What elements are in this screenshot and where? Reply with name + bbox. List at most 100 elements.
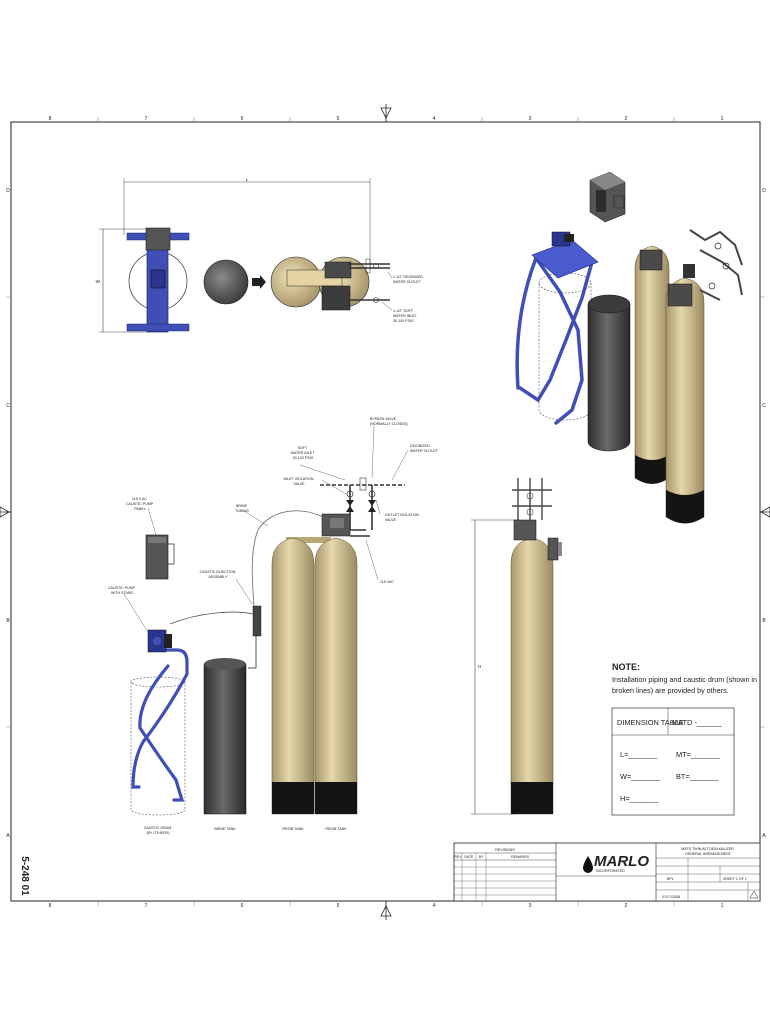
iso-brine-tank <box>587 294 631 452</box>
rev-col-rev: REV <box>454 855 462 859</box>
label-caustic-injection-assembly: CAUSTIC INJECTION ASSEMBLY <box>200 570 237 579</box>
brine-tubing <box>251 510 326 607</box>
label-inlet-isolation-valve: INLET ISOLATION VALVE <box>283 477 314 486</box>
note-line-2: broken lines) are provided by others. <box>612 686 729 695</box>
zone-top-8: 8 <box>49 116 52 122</box>
zone-bottom-2: 2 <box>625 903 628 909</box>
dim-w-value: W=_______ <box>620 772 661 781</box>
zone-left-d: D <box>6 188 10 194</box>
front-leader-lines <box>123 425 409 633</box>
zone-bottom-8: 8 <box>49 903 52 909</box>
label-outlet-isolation-valve: OUTLET ISOLATION VALVE <box>385 513 420 522</box>
drawn-by: BPL <box>667 877 674 881</box>
label-soft-water-inlet: SOFT WATER INLET 30-100 PSIG <box>291 446 316 460</box>
title-grid <box>656 857 760 901</box>
center-arrow-top <box>380 104 392 122</box>
zone-left-c: C <box>6 403 10 409</box>
dimension-table: DIMENSION TABLE MATD -______ L=_______ M… <box>611 707 735 816</box>
title-block: REVISIONS REV DATE BY REMARKS MARLO INCO… <box>453 842 761 902</box>
company-logo: MARLO INCORPORATED <box>556 853 656 877</box>
zone-bottom-1: 1 <box>721 903 724 909</box>
installation-note: NOTE: Installation piping and caustic dr… <box>612 662 757 695</box>
zone-top-6: 6 <box>241 116 244 122</box>
label-brine-tank: BRINE TANK <box>214 827 236 831</box>
zone-left-b: B <box>6 618 10 624</box>
dim-h-value: H=_______ <box>620 794 659 803</box>
brine-tank <box>203 658 247 815</box>
callout-soft-inlet: 1-1/2" SOFT WATER INLET 30-100 PSIG <box>393 309 418 323</box>
side-resin-tank <box>510 519 554 815</box>
label-caustic-pump-stand: CAUSTIC PUMP WITH STAND <box>108 586 136 595</box>
resin-tank-1 <box>271 537 315 815</box>
zone-top-4: 4 <box>433 116 436 122</box>
label-brine-tubing: BRINE TUBING <box>235 504 249 513</box>
zone-bottom-4: 4 <box>433 903 436 909</box>
zone-top-2: 2 <box>625 116 628 122</box>
iso-resin-tank-2 <box>665 277 705 524</box>
front-isolation-valves <box>346 500 376 512</box>
zone-right-c: C <box>762 403 766 409</box>
isometric-view <box>515 171 743 524</box>
caustic-injection-assembly <box>169 605 262 669</box>
zone-labels: 8 7 6 5 4 3 2 1 8 7 6 5 4 3 2 1 D C B A … <box>6 116 766 909</box>
top-view: L W 1-1/2" DEIONIZ <box>96 177 424 333</box>
iso-resin-tank-1 <box>634 245 670 484</box>
dim-width-label: L <box>246 177 249 182</box>
zone-right-d: D <box>762 188 766 194</box>
iso-valve-heads <box>639 229 743 307</box>
brine-tank-top-view <box>203 259 249 305</box>
dim-l-value: L=_______ <box>620 750 658 759</box>
iso-pump-stand <box>515 256 594 425</box>
callout-deionized-outlet: 1-1/2" DEIONIZED WATER OUTLET <box>393 275 424 284</box>
caustic-pump-panel <box>145 534 175 580</box>
pump-stand-top-view <box>126 227 190 333</box>
resin-tank-2 <box>314 537 358 815</box>
note-title: NOTE: <box>612 662 640 672</box>
zone-bottom-7: 7 <box>145 903 148 909</box>
drawing-date: 01/17/2008 <box>662 895 680 899</box>
zone-bottom-5: 5 <box>337 903 340 909</box>
label-resin-tank-2: RESIN TANK <box>325 827 347 831</box>
revision-triangle-icon <box>749 890 759 899</box>
rev-col-by: BY <box>479 855 484 859</box>
side-pump-panel <box>547 537 562 561</box>
center-arrow-left <box>0 506 11 518</box>
center-arrow-bottom <box>380 901 392 920</box>
label-resin-tank-1: RESIN TANK <box>282 827 304 831</box>
side-view: H <box>471 478 562 815</box>
injection-fitting-top <box>252 275 266 289</box>
dim-bt-value: BT=_______ <box>676 772 719 781</box>
dimension-table-model: MATD -______ <box>672 718 722 727</box>
zone-top-5: 5 <box>337 116 340 122</box>
zone-top-1: 1 <box>721 116 724 122</box>
zone-top-7: 7 <box>145 116 148 122</box>
iso-pump-panel <box>589 171 626 223</box>
zone-right-b: B <box>762 618 766 624</box>
dim-side-height-label: H <box>478 664 481 669</box>
document-number: 5-248 01 <box>19 856 30 896</box>
revisions-table: REVISIONS REV DATE BY REMARKS <box>454 848 556 901</box>
company-subtitle: INCORPORATED <box>596 869 625 873</box>
rev-col-remarks: REMARKS <box>511 855 529 859</box>
side-piping <box>512 478 552 520</box>
revisions-header: REVISIONS <box>495 848 515 852</box>
zone-bottom-3: 3 <box>529 903 532 909</box>
zone-bottom-6: 6 <box>241 903 244 909</box>
front-view: BYPASS VALVE (NORMALLY CLOSED) SOFT WATE… <box>108 417 439 835</box>
dim-mt-value: MT=_______ <box>676 750 721 759</box>
caustic-pump-with-stand <box>130 629 189 816</box>
drawing-title: MATD TWIN ALT DEALKALIZER GENERAL ARRANG… <box>681 847 734 856</box>
label-bypass-valve: BYPASS VALVE (NORMALLY CLOSED) <box>370 417 408 426</box>
company-name: MARLO <box>594 853 649 870</box>
zone-right-a: A <box>762 833 766 839</box>
note-line-1: Installation piping and caustic drum (sh… <box>612 675 757 684</box>
valve-head-top-view <box>286 258 390 311</box>
rev-col-date: DATE <box>464 855 474 859</box>
dimension-table-title: DIMENSION TABLE <box>617 718 684 727</box>
label-caustic-drum: CAUSTIC DRUM (BY OTHERS) <box>144 826 173 835</box>
label-deionized-outlet: DEIONIZED WATER OUTLET <box>410 444 439 453</box>
label-caustic-pump-panel: 115 V AC CAUSTIC PUMP PANEL <box>126 497 154 511</box>
dim-height-label: W <box>96 279 101 284</box>
label-115-vac: 115 VAC <box>380 580 394 584</box>
